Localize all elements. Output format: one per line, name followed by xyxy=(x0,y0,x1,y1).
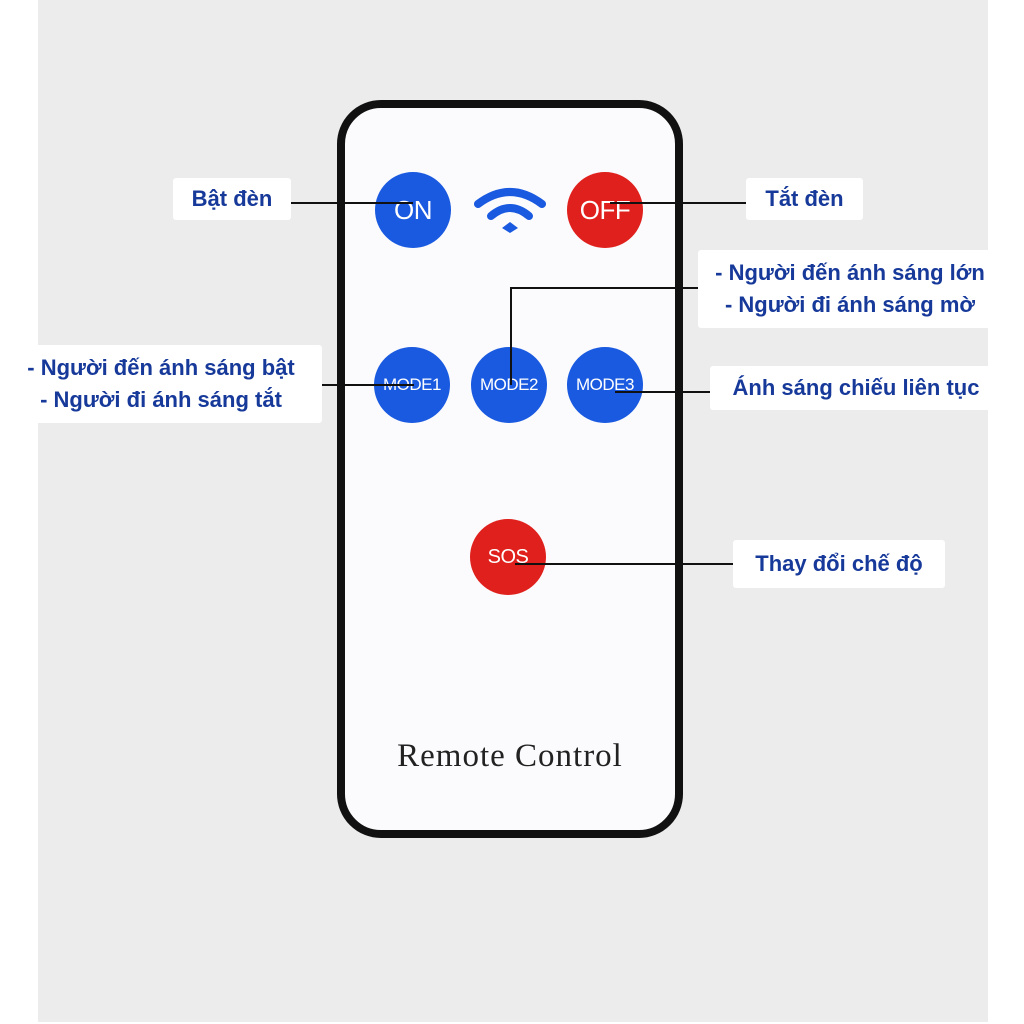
label-mode3: Ánh sáng chiếu liên tục xyxy=(710,366,1002,410)
wifi-icon xyxy=(474,188,546,233)
connector-off xyxy=(610,202,746,204)
sos-button[interactable]: SOS xyxy=(470,519,546,595)
label-mode2: - Người đến ánh sáng lớn- Người đi ánh s… xyxy=(698,250,1002,328)
connector-mode2-h xyxy=(510,287,698,289)
on-button[interactable]: ON xyxy=(375,172,451,248)
connector-mode1 xyxy=(322,384,414,386)
connector-mode2-v xyxy=(510,287,512,385)
label-on: Bật đèn xyxy=(173,178,291,220)
connector-mode3 xyxy=(615,391,710,393)
connector-sos xyxy=(515,563,733,565)
label-off: Tắt đèn xyxy=(746,178,863,220)
label-sos: Thay đổi chế độ xyxy=(733,540,945,588)
remote-title: Remote Control xyxy=(397,738,623,774)
off-button[interactable]: OFF xyxy=(567,172,643,248)
mode3-button[interactable]: MODE3 xyxy=(567,347,643,423)
label-mode1: - Người đến ánh sáng bật- Người đi ánh s… xyxy=(0,345,322,423)
connector-on xyxy=(291,202,413,204)
mode2-button[interactable]: MODE2 xyxy=(471,347,547,423)
